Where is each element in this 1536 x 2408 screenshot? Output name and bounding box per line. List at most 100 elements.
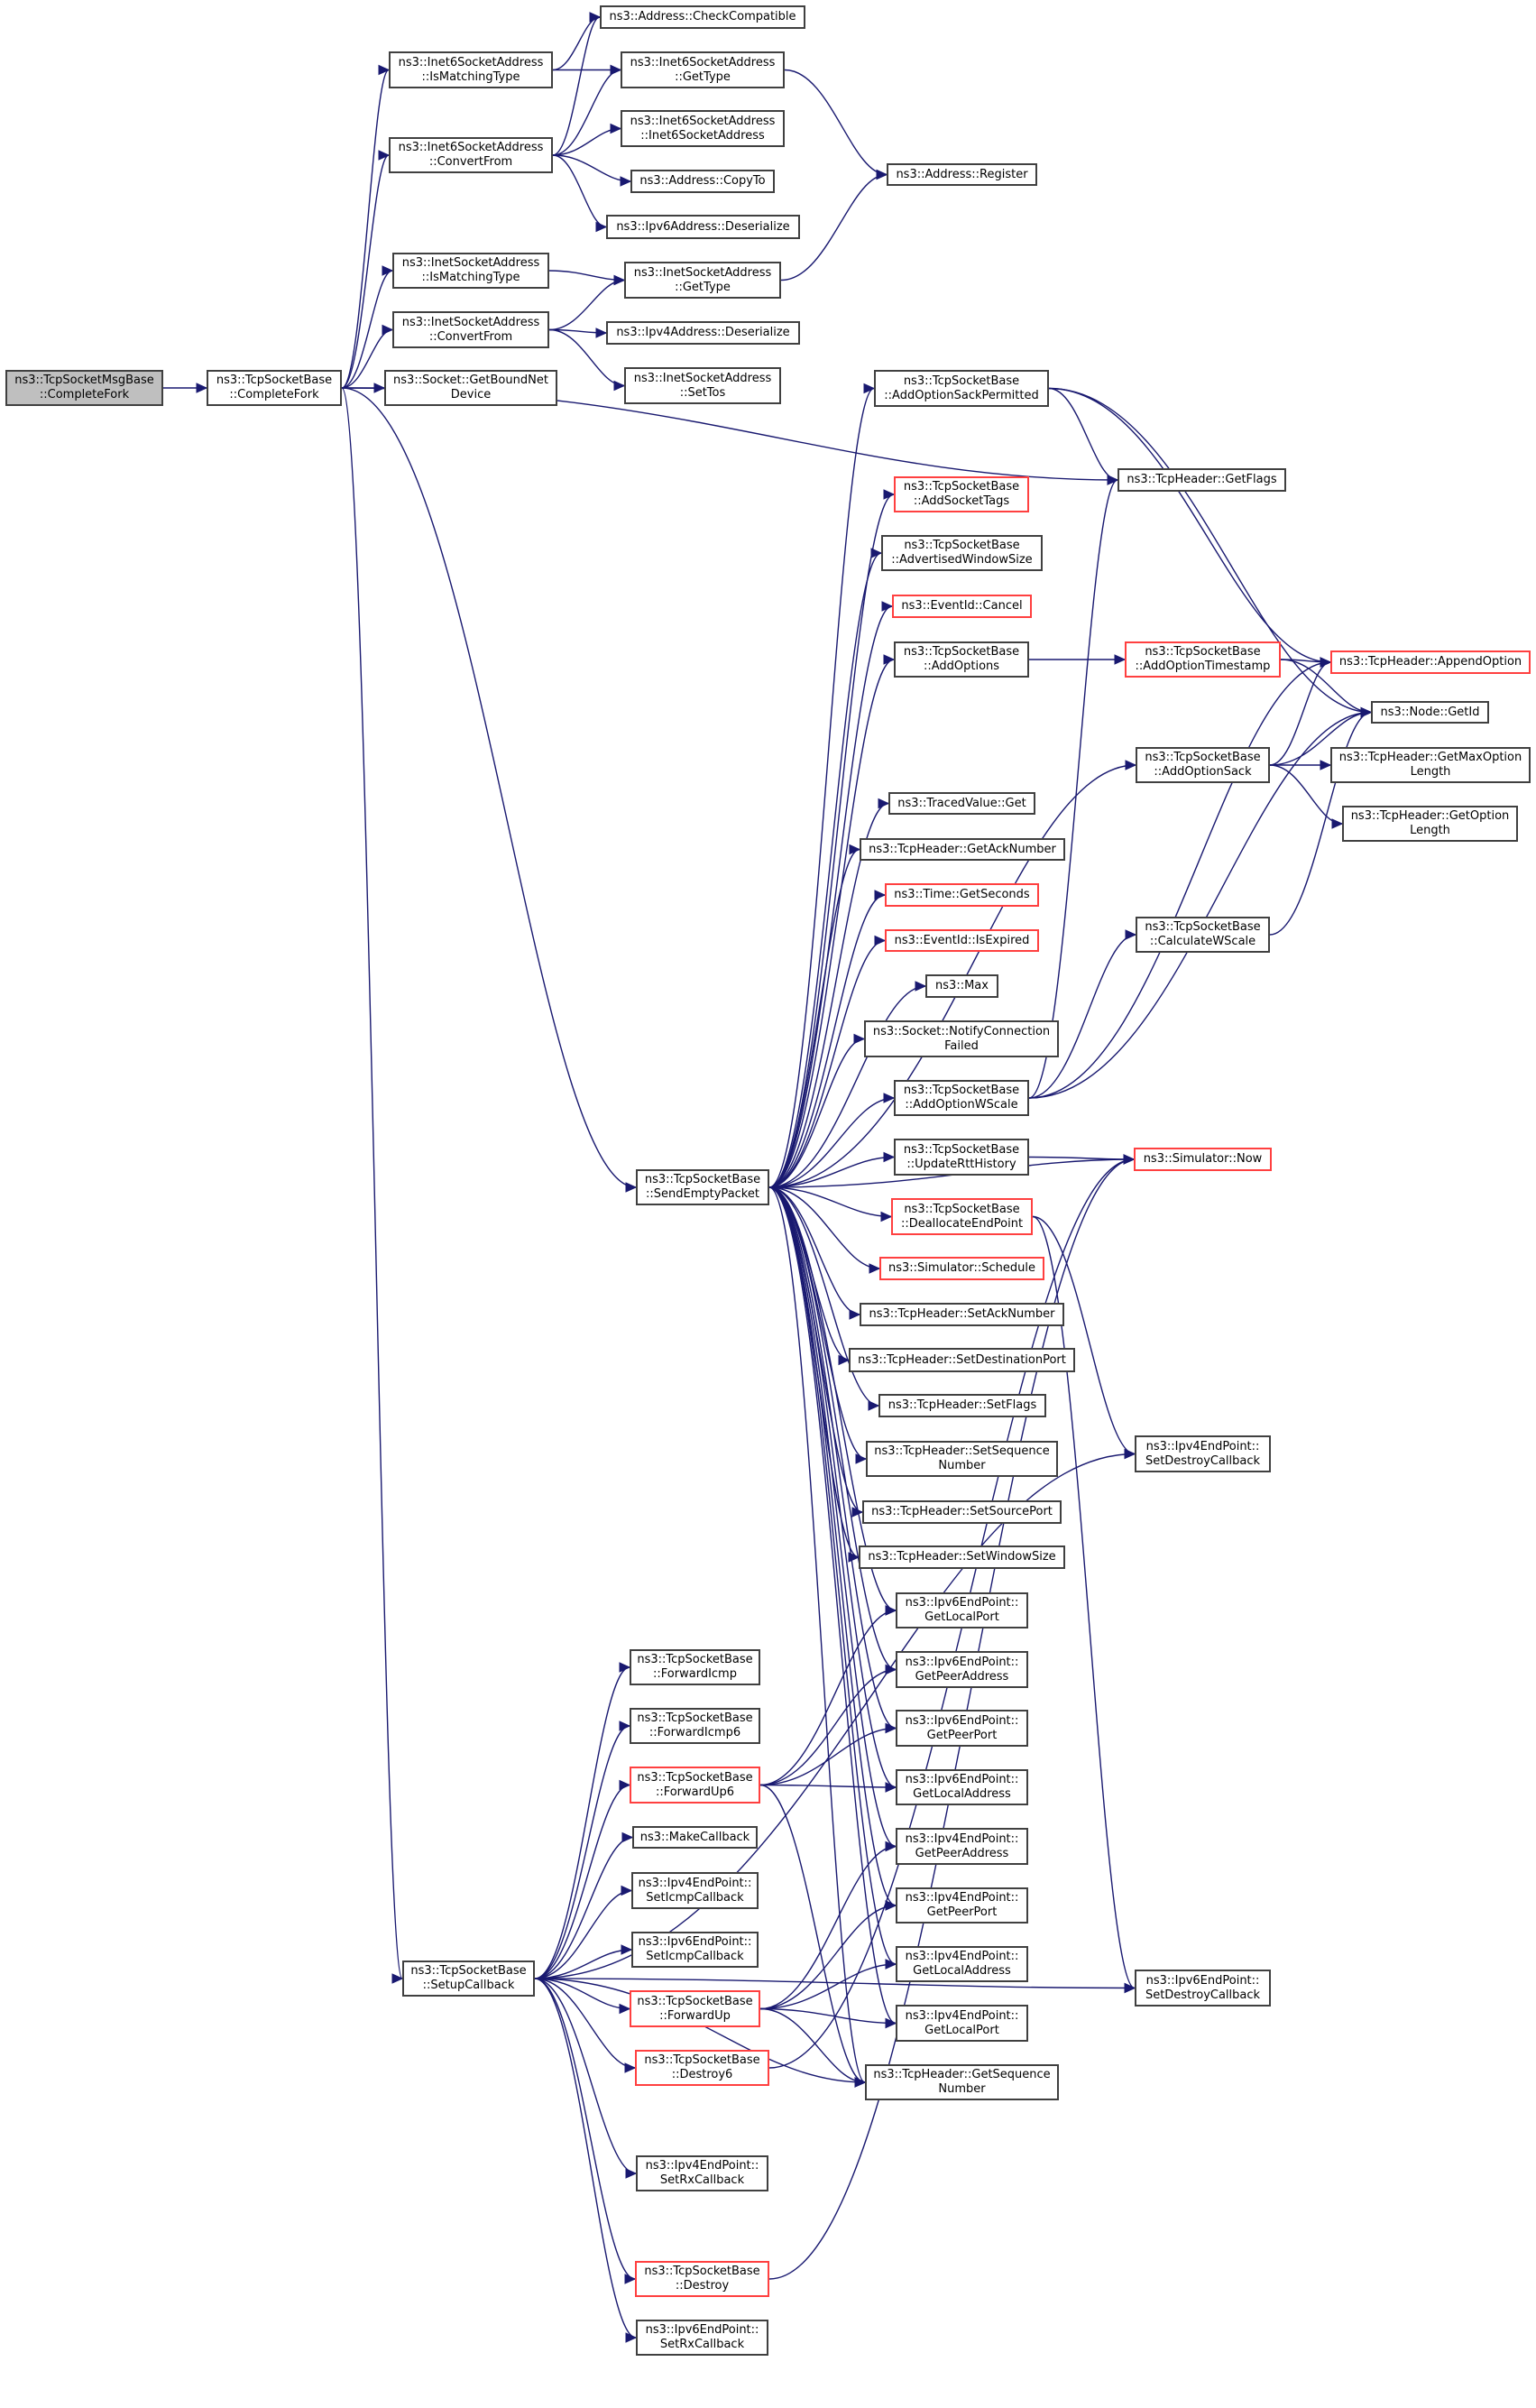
node-inet6socketaddress-ismatchingtype[interactable]: ns3::Inet6SocketAddress ::IsMatchingType: [389, 51, 553, 88]
edge-sendempty-to-isexpired: [768, 939, 886, 1188]
edge-setupcb-to-getseq: [534, 1978, 866, 2083]
node-label: ns3::Ipv4EndPoint:: GetPeerPort: [905, 1891, 1019, 1919]
arrowhead-icon: [624, 2274, 637, 2284]
node-label: ns3::Address::CheckCompatible: [609, 10, 796, 23]
node-tcpsocketbase-setupcallback[interactable]: ns3::TcpSocketBase ::SetupCallback: [402, 1961, 535, 1997]
node-inetsocketaddress-settos[interactable]: ns3::InetSocketAddress ::SetTos: [624, 367, 781, 404]
node-label: ns3::TcpHeader::AppendOption: [1338, 655, 1522, 669]
node-inet6socketaddress-convertfrom[interactable]: ns3::Inet6SocketAddress ::ConvertFrom: [389, 137, 553, 173]
node-ipv4endpoint-setdestroycallback[interactable]: ns3::Ipv4EndPoint:: SetDestroyCallback: [1135, 1435, 1271, 1472]
node-tcpheader-setwindowsize[interactable]: ns3::TcpHeader::SetWindowSize: [859, 1545, 1065, 1569]
node-tcpheader-getsequence-number[interactable]: ns3::TcpHeader::GetSequence Number: [865, 2064, 1059, 2100]
node-label: ns3::TcpSocketBase ::Destroy6: [644, 2053, 760, 2081]
node-ipv4endpoint-getpeerport[interactable]: ns3::Ipv4EndPoint:: GetPeerPort: [896, 1887, 1028, 1924]
edge-sendempty-to-wscale: [768, 1097, 895, 1188]
node-tcpsocketbase-updatertthistory[interactable]: ns3::TcpSocketBase ::UpdateRttHistory: [894, 1139, 1029, 1176]
node-inetsocketaddress-gettype[interactable]: ns3::InetSocketAddress ::GetType: [624, 262, 781, 299]
node-tcpsocketbase-advertisedwindowsize[interactable]: ns3::TcpSocketBase ::AdvertisedWindowSiz…: [881, 535, 1043, 571]
arrowhead-icon: [885, 1782, 897, 1793]
node-label: ns3::MakeCallback: [639, 1830, 750, 1844]
arrowhead-icon: [876, 169, 888, 180]
edge-sendempty-to-addoptions: [768, 659, 895, 1188]
node-tcpheader-getacknumber[interactable]: ns3::TcpHeader::GetAckNumber: [860, 838, 1065, 861]
node-ipv6endpoint-seticmpcallback[interactable]: ns3::Ipv6EndPoint:: SetIcmpCallback: [631, 1932, 759, 1968]
node-ipv4endpoint-seticmpcallback[interactable]: ns3::Ipv4EndPoint:: SetIcmpCallback: [631, 1872, 759, 1909]
node-tcpsocketbase-forwardicmp6[interactable]: ns3::TcpSocketBase ::ForwardIcmp6: [630, 1708, 760, 1744]
node-ipv6endpoint-setdestroycallback[interactable]: ns3::Ipv6EndPoint:: SetDestroyCallback: [1135, 1970, 1271, 2007]
node-ipv4endpoint-getpeeraddress[interactable]: ns3::Ipv4EndPoint:: GetPeerAddress: [896, 1828, 1028, 1865]
node-tcpheader-setsequence-number[interactable]: ns3::TcpHeader::SetSequence Number: [866, 1441, 1058, 1477]
node-tcpsocketbase-addoptionwscale[interactable]: ns3::TcpSocketBase ::AddOptionWScale: [894, 1080, 1029, 1116]
node-ipv6address-deserialize[interactable]: ns3::Ipv6Address::Deserialize: [606, 215, 800, 239]
node-tcpheader-setsourceport[interactable]: ns3::TcpHeader::SetSourcePort: [862, 1500, 1062, 1524]
node-label: ns3::TcpSocketBase ::ForwardUp: [637, 1994, 753, 2023]
node-label: ns3::TcpHeader::GetFlags: [1127, 473, 1277, 486]
node-inet6socketaddress-inet6socketaddress[interactable]: ns3::Inet6SocketAddress ::Inet6SocketAdd…: [621, 110, 785, 147]
edge-completefork-to-i6convert: [341, 154, 390, 389]
node-tcpheader-getmaxoption-length[interactable]: ns3::TcpHeader::GetMaxOption Length: [1330, 747, 1531, 783]
node-tcpsocketbase-addsockettags[interactable]: ns3::TcpSocketBase ::AddSocketTags: [894, 476, 1029, 512]
node-tcpsocketbase-addoptiontimestamp[interactable]: ns3::TcpSocketBase ::AddOptionTimestamp: [1125, 641, 1281, 678]
edge-sendempty-to-schedule: [768, 1186, 880, 1269]
node-tcpsocketbase-forwardicmp[interactable]: ns3::TcpSocketBase ::ForwardIcmp: [630, 1649, 760, 1685]
edge-setupcb-to-ip6destroycb: [534, 1978, 1136, 1989]
node-label: ns3::TcpSocketBase ::AddOptionSack: [1145, 751, 1261, 779]
node-eventid-isexpired[interactable]: ns3::EventId::IsExpired: [885, 929, 1039, 952]
node-tcpsocketbase-sendemptypacket[interactable]: ns3::TcpSocketBase ::SendEmptyPacket: [636, 1169, 769, 1205]
node-label: ns3::Ipv6EndPoint:: SetIcmpCallback: [638, 1935, 752, 1963]
node-inetsocketaddress-convertfrom[interactable]: ns3::InetSocketAddress ::ConvertFrom: [392, 311, 549, 348]
arrowhead-icon: [1331, 818, 1344, 829]
node-tcpheader-appendoption[interactable]: ns3::TcpHeader::AppendOption: [1330, 650, 1531, 674]
node-address-copyto[interactable]: ns3::Address::CopyTo: [630, 170, 775, 193]
node-address-register[interactable]: ns3::Address::Register: [887, 163, 1037, 186]
node-ipv6endpoint-getlocaladdress[interactable]: ns3::Ipv6EndPoint:: GetLocalAddress: [896, 1769, 1028, 1805]
node-tcpsocketbase-completefork[interactable]: ns3::TcpSocketBase ::CompleteFork: [207, 370, 342, 406]
node-tcpsocketbase-destroy[interactable]: ns3::TcpSocketBase ::Destroy: [635, 2261, 769, 2297]
node-ipv4endpoint-getlocalport[interactable]: ns3::Ipv4EndPoint:: GetLocalPort: [896, 2005, 1028, 2042]
node-max[interactable]: ns3::Max: [925, 974, 998, 998]
node-label: ns3::Ipv6EndPoint:: SetRxCallback: [645, 2323, 759, 2351]
node-tcpsocketbase-addoptionsackpermitted[interactable]: ns3::TcpSocketBase ::AddOptionSackPermit…: [874, 370, 1049, 407]
node-ipv6endpoint-setrxcallback[interactable]: ns3::Ipv6EndPoint:: SetRxCallback: [636, 2320, 768, 2356]
node-tcpheader-setdestinationport[interactable]: ns3::TcpHeader::SetDestinationPort: [849, 1348, 1075, 1372]
arrowhead-icon: [849, 844, 861, 855]
node-node-getid[interactable]: ns3::Node::GetId: [1371, 701, 1489, 724]
edge-sendempty-to-ip6lport: [768, 1186, 897, 1611]
node-tcpheader-setflags[interactable]: ns3::TcpHeader::SetFlags: [878, 1394, 1046, 1417]
node-label: ns3::TcpSocketMsgBase ::CompleteFork: [14, 374, 154, 401]
node-tcpsocketmsgbase-completefork[interactable]: ns3::TcpSocketMsgBase ::CompleteFork: [5, 370, 163, 406]
arrowhead-icon: [1125, 760, 1137, 770]
node-ipv4address-deserialize[interactable]: ns3::Ipv4Address::Deserialize: [606, 321, 800, 345]
node-socket-getboundnet-device[interactable]: ns3::Socket::GetBoundNet Device: [384, 370, 557, 406]
node-tcpheader-setacknumber[interactable]: ns3::TcpHeader::SetAckNumber: [860, 1303, 1064, 1326]
node-inetsocketaddress-ismatchingtype[interactable]: ns3::InetSocketAddress ::IsMatchingType: [392, 253, 549, 289]
node-tcpsocketbase-forwardup6[interactable]: ns3::TcpSocketBase ::ForwardUp6: [630, 1767, 760, 1804]
node-time-getseconds[interactable]: ns3::Time::GetSeconds: [885, 883, 1039, 907]
node-tcpsocketbase-addoptions[interactable]: ns3::TcpSocketBase ::AddOptions: [894, 641, 1029, 678]
node-label: ns3::TcpHeader::GetAckNumber: [869, 842, 1056, 856]
node-ipv4endpoint-getlocaladdress[interactable]: ns3::Ipv4EndPoint:: GetLocalAddress: [896, 1946, 1028, 1982]
node-tcpsocketbase-calculatewscale[interactable]: ns3::TcpSocketBase ::CalculateWScale: [1136, 917, 1270, 953]
node-ipv4endpoint-setrxcallback[interactable]: ns3::Ipv4EndPoint:: SetRxCallback: [636, 2155, 768, 2191]
edge-fwdup6-to-ip6pport: [759, 1727, 897, 1786]
node-tcpsocketbase-forwardup[interactable]: ns3::TcpSocketBase ::ForwardUp: [630, 1990, 760, 2027]
node-tcpsocketbase-destroy6[interactable]: ns3::TcpSocketBase ::Destroy6: [635, 2050, 769, 2086]
node-socket-notifyconnection-failed[interactable]: ns3::Socket::NotifyConnection Failed: [864, 1020, 1059, 1057]
node-ipv6endpoint-getpeerport[interactable]: ns3::Ipv6EndPoint:: GetPeerPort: [896, 1710, 1028, 1747]
node-tcpsocketbase-addoptionsack[interactable]: ns3::TcpSocketBase ::AddOptionSack: [1136, 747, 1270, 783]
node-label: ns3::Time::GetSeconds: [894, 888, 1030, 901]
node-inet6socketaddress-gettype[interactable]: ns3::Inet6SocketAddress ::GetType: [621, 51, 785, 88]
node-eventid-cancel[interactable]: ns3::EventId::Cancel: [892, 595, 1032, 618]
node-tcpsocketbase-deallocateendpoint[interactable]: ns3::TcpSocketBase ::DeallocateEndPoint: [891, 1198, 1033, 1235]
node-simulator-now[interactable]: ns3::Simulator::Now: [1134, 1148, 1272, 1171]
node-address-checkcompatible[interactable]: ns3::Address::CheckCompatible: [600, 5, 805, 29]
node-ipv6endpoint-getpeeraddress[interactable]: ns3::Ipv6EndPoint:: GetPeerAddress: [896, 1651, 1028, 1688]
node-ipv6endpoint-getlocalport[interactable]: ns3::Ipv6EndPoint:: GetLocalPort: [896, 1592, 1028, 1628]
node-simulator-schedule[interactable]: ns3::Simulator::Schedule: [879, 1257, 1044, 1280]
arrowhead-icon: [853, 1033, 866, 1045]
node-tcpheader-getflags[interactable]: ns3::TcpHeader::GetFlags: [1118, 468, 1286, 492]
node-tcpheader-getoption-length[interactable]: ns3::TcpHeader::GetOption Length: [1342, 806, 1518, 842]
node-makecallback[interactable]: ns3::MakeCallback: [632, 1826, 758, 1849]
node-tracedvalue-get[interactable]: ns3::TracedValue::Get: [888, 792, 1035, 815]
arrowhead-icon: [874, 935, 887, 946]
